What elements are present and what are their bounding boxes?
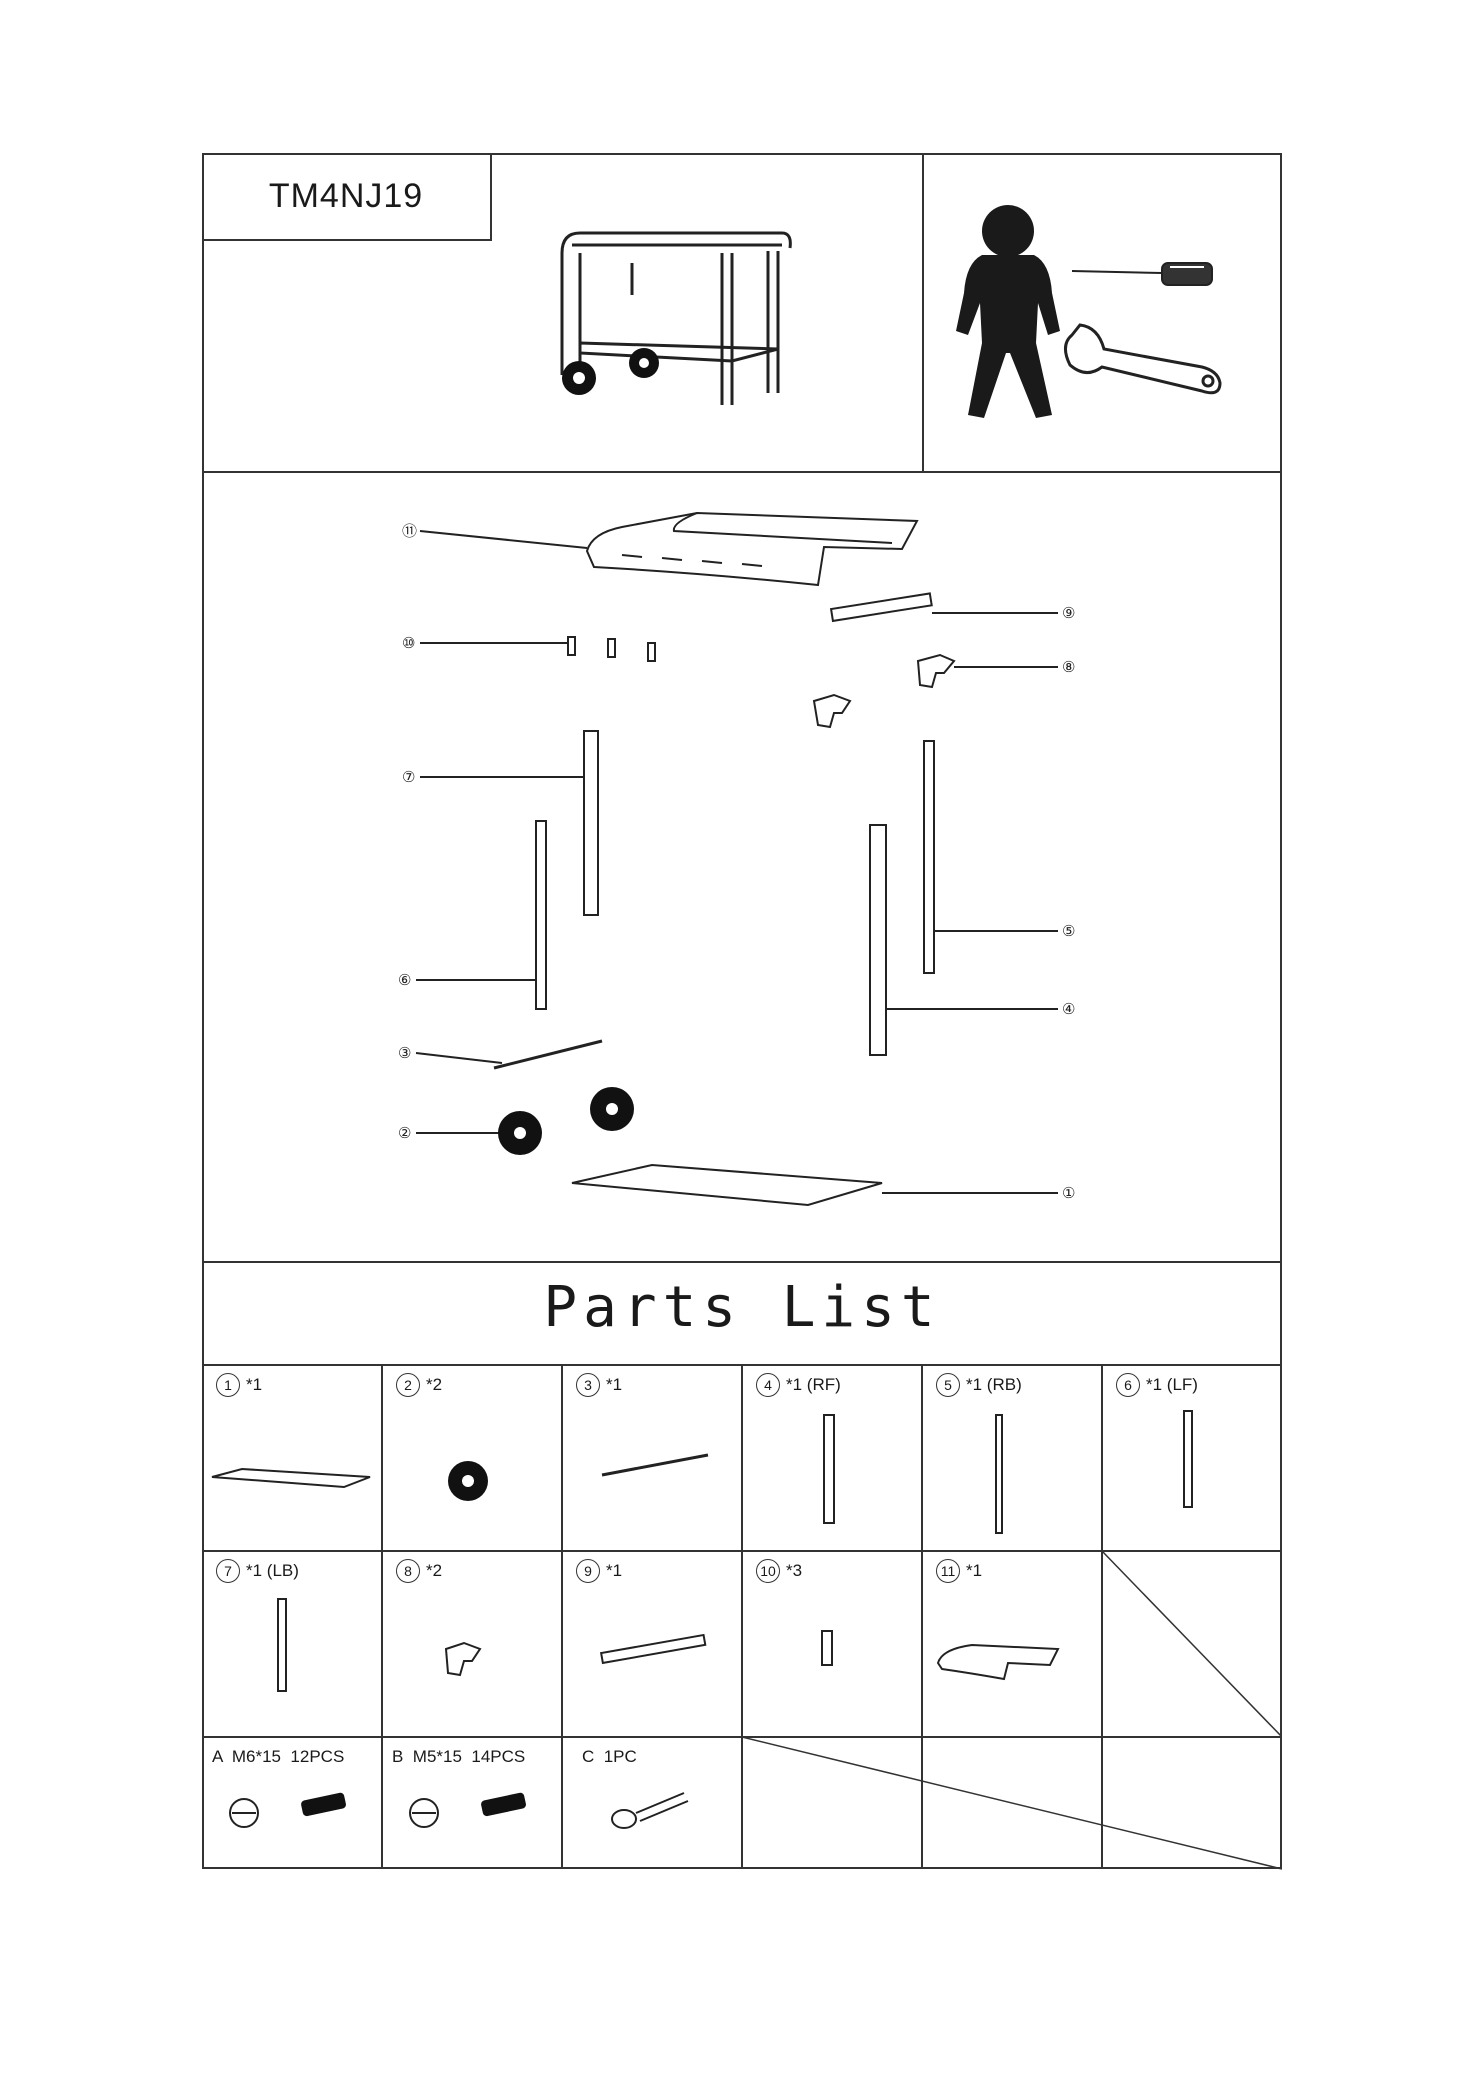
part-2-label: 2*2 <box>396 1373 442 1397</box>
part-9-label: 9*1 <box>576 1559 622 1583</box>
part-5-label: 5*1 (RB) <box>936 1373 1022 1397</box>
part-1-label: 1*1 <box>216 1373 262 1397</box>
parts-grid <box>202 153 1282 1873</box>
part-7-label: 7*1 (LB) <box>216 1559 299 1583</box>
hardware-c-label: C 1PC <box>582 1747 637 1767</box>
part-6-label: 6*1 (LF) <box>1116 1373 1198 1397</box>
part-4-label: 4*1 (RF) <box>756 1373 841 1397</box>
hardware-a-label: A M6*15 12PCS <box>212 1747 344 1767</box>
hardware-b-label: B M5*15 14PCS <box>392 1747 525 1767</box>
manual-page: TM4NJ19 <box>202 153 1282 1873</box>
part-10-label: 10*3 <box>756 1559 802 1583</box>
part-3-label: 3*1 <box>576 1373 622 1397</box>
part-8-label: 8*2 <box>396 1559 442 1583</box>
part-11-label: 11*1 <box>936 1559 982 1583</box>
